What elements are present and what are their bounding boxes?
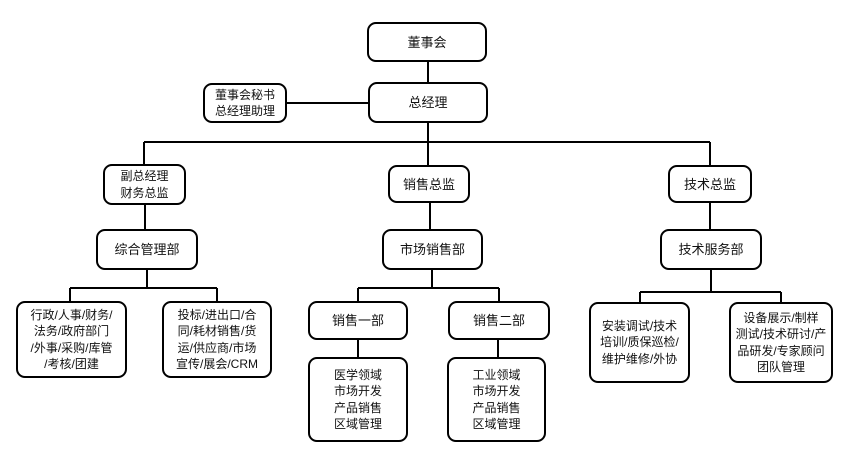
node-board-secretary: 董事会秘书 总经理助理 xyxy=(203,83,287,123)
node-admin-functions: 行政/人事/财务/ 法务/政府部门 /外事/采购/库管 /考核/团建 xyxy=(16,301,127,378)
node-installation-functions: 安装调试/技术 培训/质保巡检/ 维护维修/外协 xyxy=(589,302,690,383)
node-board-of-directors: 董事会 xyxy=(367,22,487,62)
node-marketing-sales-dept: 市场销售部 xyxy=(382,229,483,270)
node-general-manager: 总经理 xyxy=(368,82,488,123)
node-sales-dept-2: 销售二部 xyxy=(448,301,550,340)
node-tech-director: 技术总监 xyxy=(668,165,752,203)
node-tech-service-dept: 技术服务部 xyxy=(660,229,762,270)
node-bidding-functions: 投标/进出口/合 同/耗材销售/货 运/供应商/市场 宣传/展会/CRM xyxy=(162,301,272,378)
node-general-admin-dept: 综合管理部 xyxy=(96,229,198,270)
node-sales2-functions: 工业领域 市场开发 产品销售 区域管理 xyxy=(447,357,546,442)
node-sales-director: 销售总监 xyxy=(388,165,470,203)
node-sales-dept-1: 销售一部 xyxy=(308,301,408,340)
node-deputy-gm-cfo: 副总经理 财务总监 xyxy=(103,164,186,205)
node-demo-functions: 设备展示/制样 测试/技术研讨/产 品研发/专家顾问 团队管理 xyxy=(729,302,833,383)
node-sales1-functions: 医学领域 市场开发 产品销售 区域管理 xyxy=(308,357,408,442)
